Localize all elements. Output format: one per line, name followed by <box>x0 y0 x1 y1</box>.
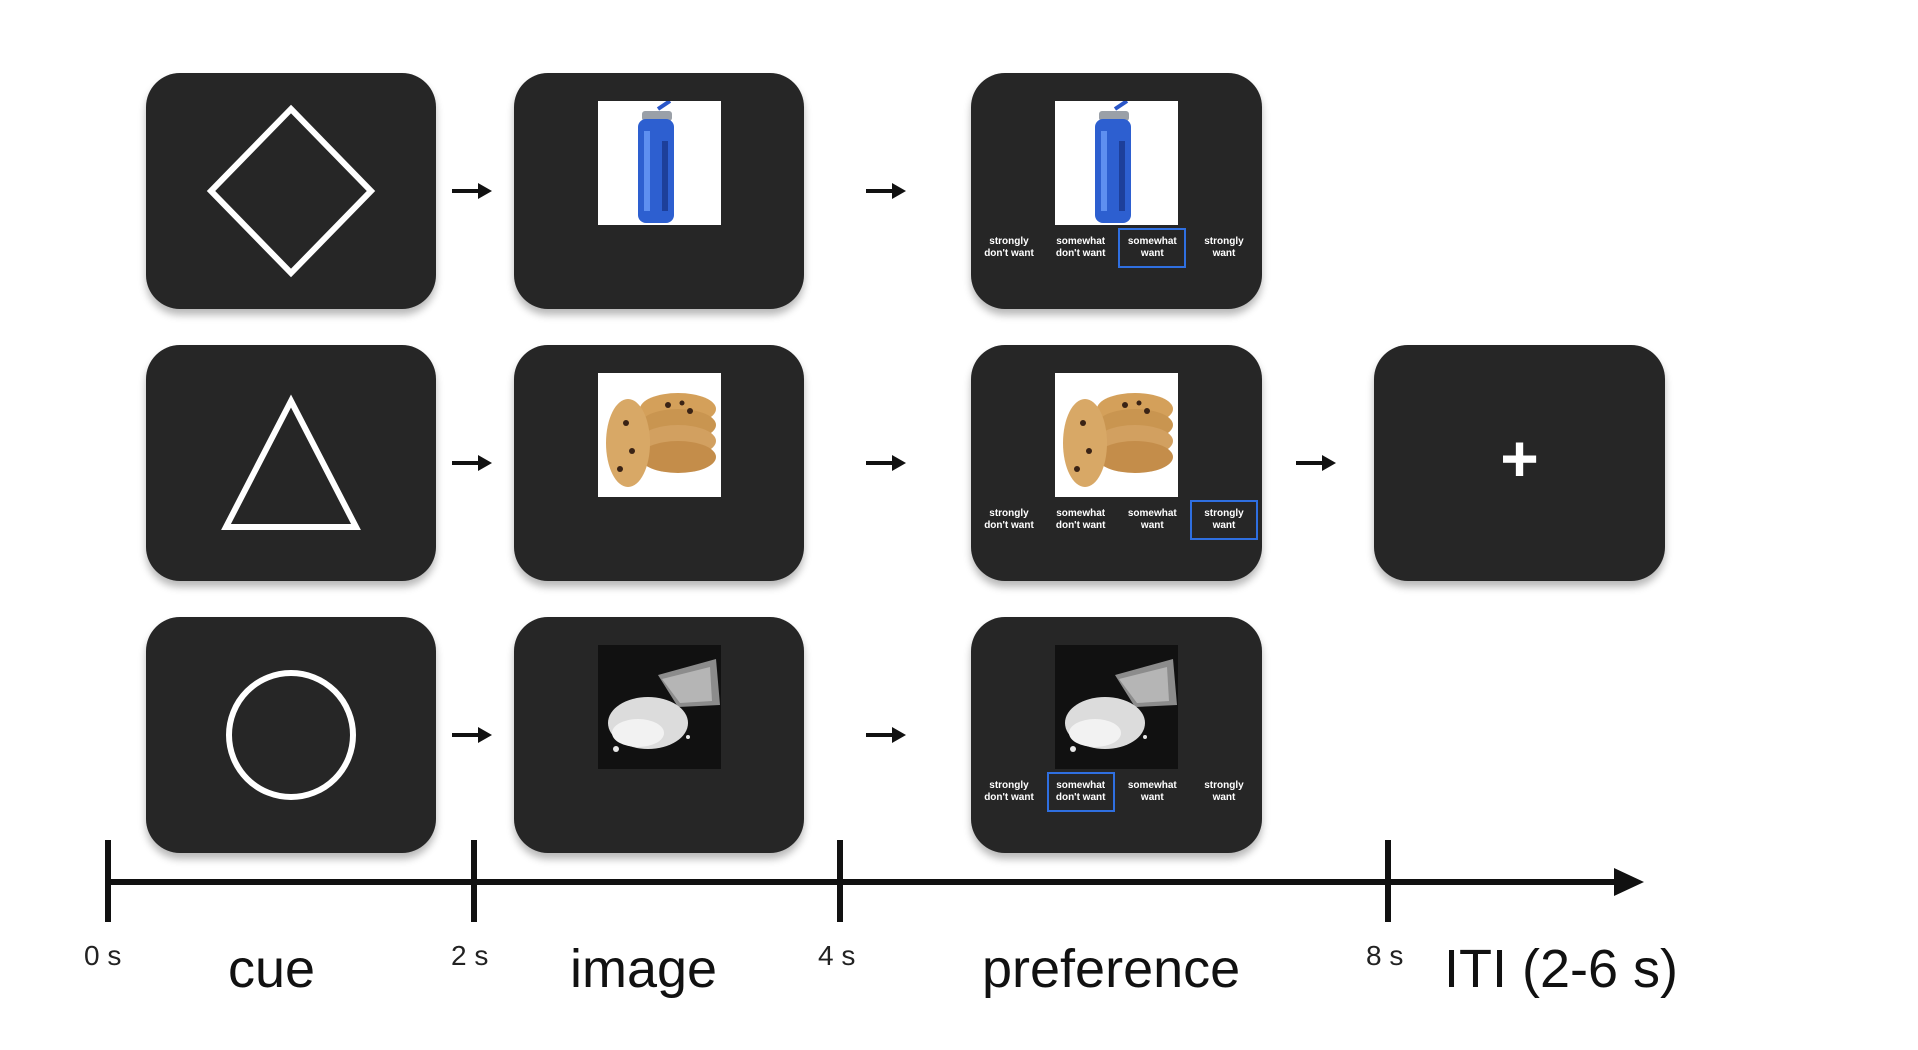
rating-option[interactable]: strongly don't want <box>984 508 1034 531</box>
rating-option[interactable]: somewhat want <box>1127 508 1177 531</box>
phase-label-preference: preference <box>982 939 1241 999</box>
rating-option-selected[interactable]: strongly want <box>1189 500 1258 540</box>
phase-label-image: image <box>570 939 718 999</box>
phase-label-cue: cue <box>228 939 316 999</box>
image-screen-1 <box>514 73 804 309</box>
tick-label-2s: 2 s <box>451 940 489 971</box>
rating-option-selected[interactable]: somewhat don't want <box>1046 772 1115 812</box>
rating-option[interactable]: strongly want <box>1204 236 1244 259</box>
rating-scale: strongly don't want somewhat don't want … <box>975 772 1258 818</box>
arrow-icon <box>452 455 492 471</box>
water-bottle-image <box>598 101 721 225</box>
diamond-icon <box>206 104 376 278</box>
cue-screen-2 <box>146 345 436 581</box>
tick-label-4s: 4 s <box>818 940 856 971</box>
arrow-icon <box>452 727 492 743</box>
arrow-icon <box>866 455 906 471</box>
water-bottle-image <box>1055 101 1178 225</box>
white-powder-image <box>598 645 721 769</box>
phase-label-iti: ITI (2-6 s) <box>1444 939 1679 999</box>
iti-screen: + <box>1374 345 1665 581</box>
image-screen-3 <box>514 617 804 853</box>
preference-screen-1: strongly don't want somewhat don't want … <box>971 73 1262 309</box>
tick-label-8s: 8 s <box>1366 940 1404 971</box>
arrow-icon <box>1296 455 1336 471</box>
rating-scale: strongly don't want somewhat don't want … <box>975 500 1258 546</box>
arrow-icon <box>452 183 492 199</box>
arrow-icon <box>866 183 906 199</box>
preference-screen-2: strongly don't want somewhat don't want … <box>971 345 1262 581</box>
arrow-icon <box>866 727 906 743</box>
rating-option[interactable]: strongly want <box>1204 780 1244 803</box>
tick-label-0s: 0 s <box>84 940 122 971</box>
cookies-image <box>1055 373 1178 497</box>
timeline-axis <box>105 840 1644 922</box>
rating-option-selected[interactable]: somewhat want <box>1118 228 1187 268</box>
rating-option[interactable]: strongly don't want <box>984 236 1034 259</box>
rating-scale: strongly don't want somewhat don't want … <box>975 228 1258 274</box>
cue-screen-1 <box>146 73 436 309</box>
rating-option[interactable]: somewhat want <box>1127 780 1177 803</box>
white-powder-image <box>1055 645 1178 769</box>
cookies-image <box>598 373 721 497</box>
cue-screen-3 <box>146 617 436 853</box>
rating-option[interactable]: strongly don't want <box>984 780 1034 803</box>
fixation-cross: + <box>1500 421 1539 495</box>
preference-screen-3: strongly don't want somewhat don't want … <box>971 617 1262 853</box>
circle-icon <box>226 670 356 800</box>
triangle-icon <box>221 394 361 530</box>
rating-option[interactable]: somewhat don't want <box>1055 508 1106 531</box>
image-screen-2 <box>514 345 804 581</box>
rating-option[interactable]: somewhat don't want <box>1055 236 1106 259</box>
